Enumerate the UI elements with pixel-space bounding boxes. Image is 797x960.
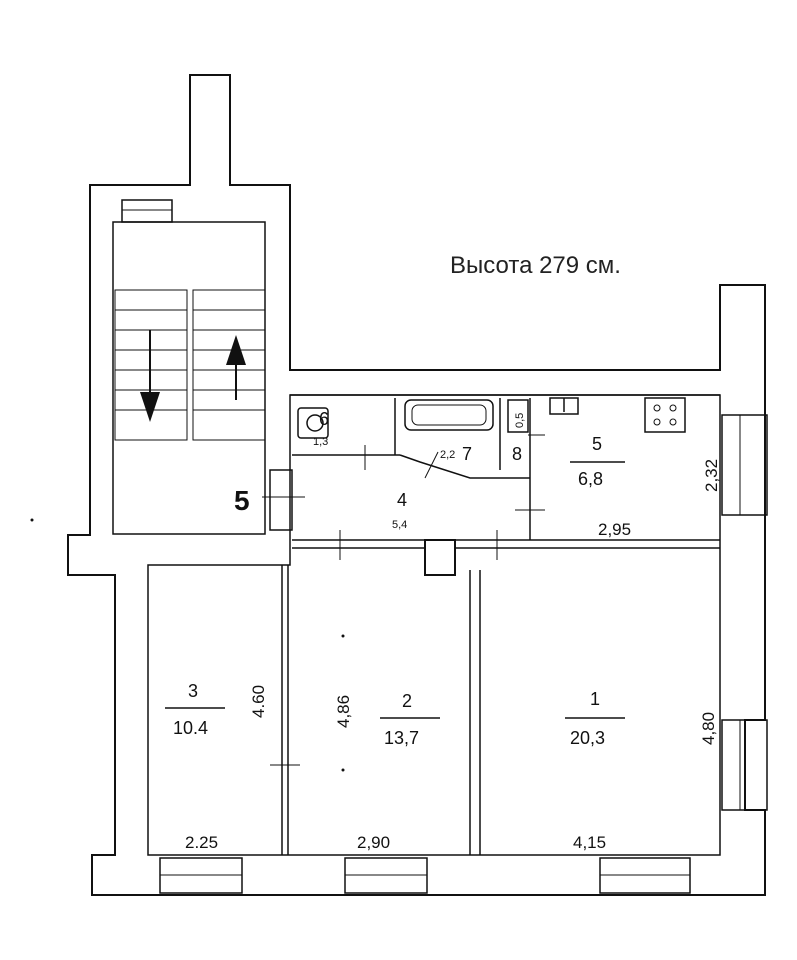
height-note: Высота 279 см. bbox=[450, 252, 621, 279]
outer-walls bbox=[67, 74, 766, 896]
room-fraction-lines bbox=[165, 461, 625, 719]
room-5-area: 6,8 bbox=[578, 469, 603, 489]
room-2-area: 13,7 bbox=[384, 728, 419, 748]
arrow-up-icon bbox=[226, 335, 246, 400]
room-2-length: 4,86 bbox=[334, 695, 353, 728]
room-4-number: 4 bbox=[397, 490, 407, 510]
sink-icon bbox=[549, 397, 579, 415]
room-5-width: 2,95 bbox=[598, 520, 631, 539]
stairwell-window bbox=[121, 199, 173, 223]
room-8-number: 8 bbox=[512, 444, 522, 464]
room-6-area: 1,3 bbox=[313, 436, 328, 448]
room-3-length: 4.60 bbox=[249, 685, 268, 718]
room-3-number: 3 bbox=[188, 681, 198, 701]
room-7-area: 2,2 bbox=[440, 449, 455, 461]
dot-mark bbox=[30, 518, 34, 522]
room-7-number: 7 bbox=[462, 444, 472, 464]
room-6-number: 6 bbox=[319, 409, 329, 429]
room-8-area: 0,5 bbox=[514, 413, 526, 428]
bottom-windows bbox=[159, 857, 691, 894]
room-1-length: 4,80 bbox=[699, 712, 718, 745]
right-windows bbox=[721, 414, 768, 811]
dot-mark bbox=[341, 634, 345, 638]
stove-icon bbox=[644, 397, 686, 433]
room-1-width: 4,15 bbox=[573, 833, 606, 852]
room-3-width: 2.25 bbox=[185, 833, 218, 852]
dot-mark bbox=[341, 768, 345, 772]
closet-8 bbox=[507, 399, 529, 433]
room-2-width: 2,90 bbox=[357, 833, 390, 852]
room-5-number: 5 bbox=[592, 434, 602, 454]
bathtub-icon bbox=[404, 399, 494, 431]
interior-walls bbox=[270, 394, 720, 855]
room-2-number: 2 bbox=[402, 691, 412, 711]
room-4-area: 5,4 bbox=[392, 519, 407, 531]
room-5-length: 2,32 bbox=[702, 459, 721, 492]
entrance-label: 5 bbox=[234, 485, 250, 516]
room-1-number: 1 bbox=[590, 689, 600, 709]
entrance-door bbox=[262, 469, 305, 531]
room-3-area: 10.4 bbox=[173, 718, 208, 738]
room-1-area: 20,3 bbox=[570, 728, 605, 748]
toilet-icon bbox=[297, 407, 329, 439]
arrow-down-icon bbox=[140, 330, 160, 422]
